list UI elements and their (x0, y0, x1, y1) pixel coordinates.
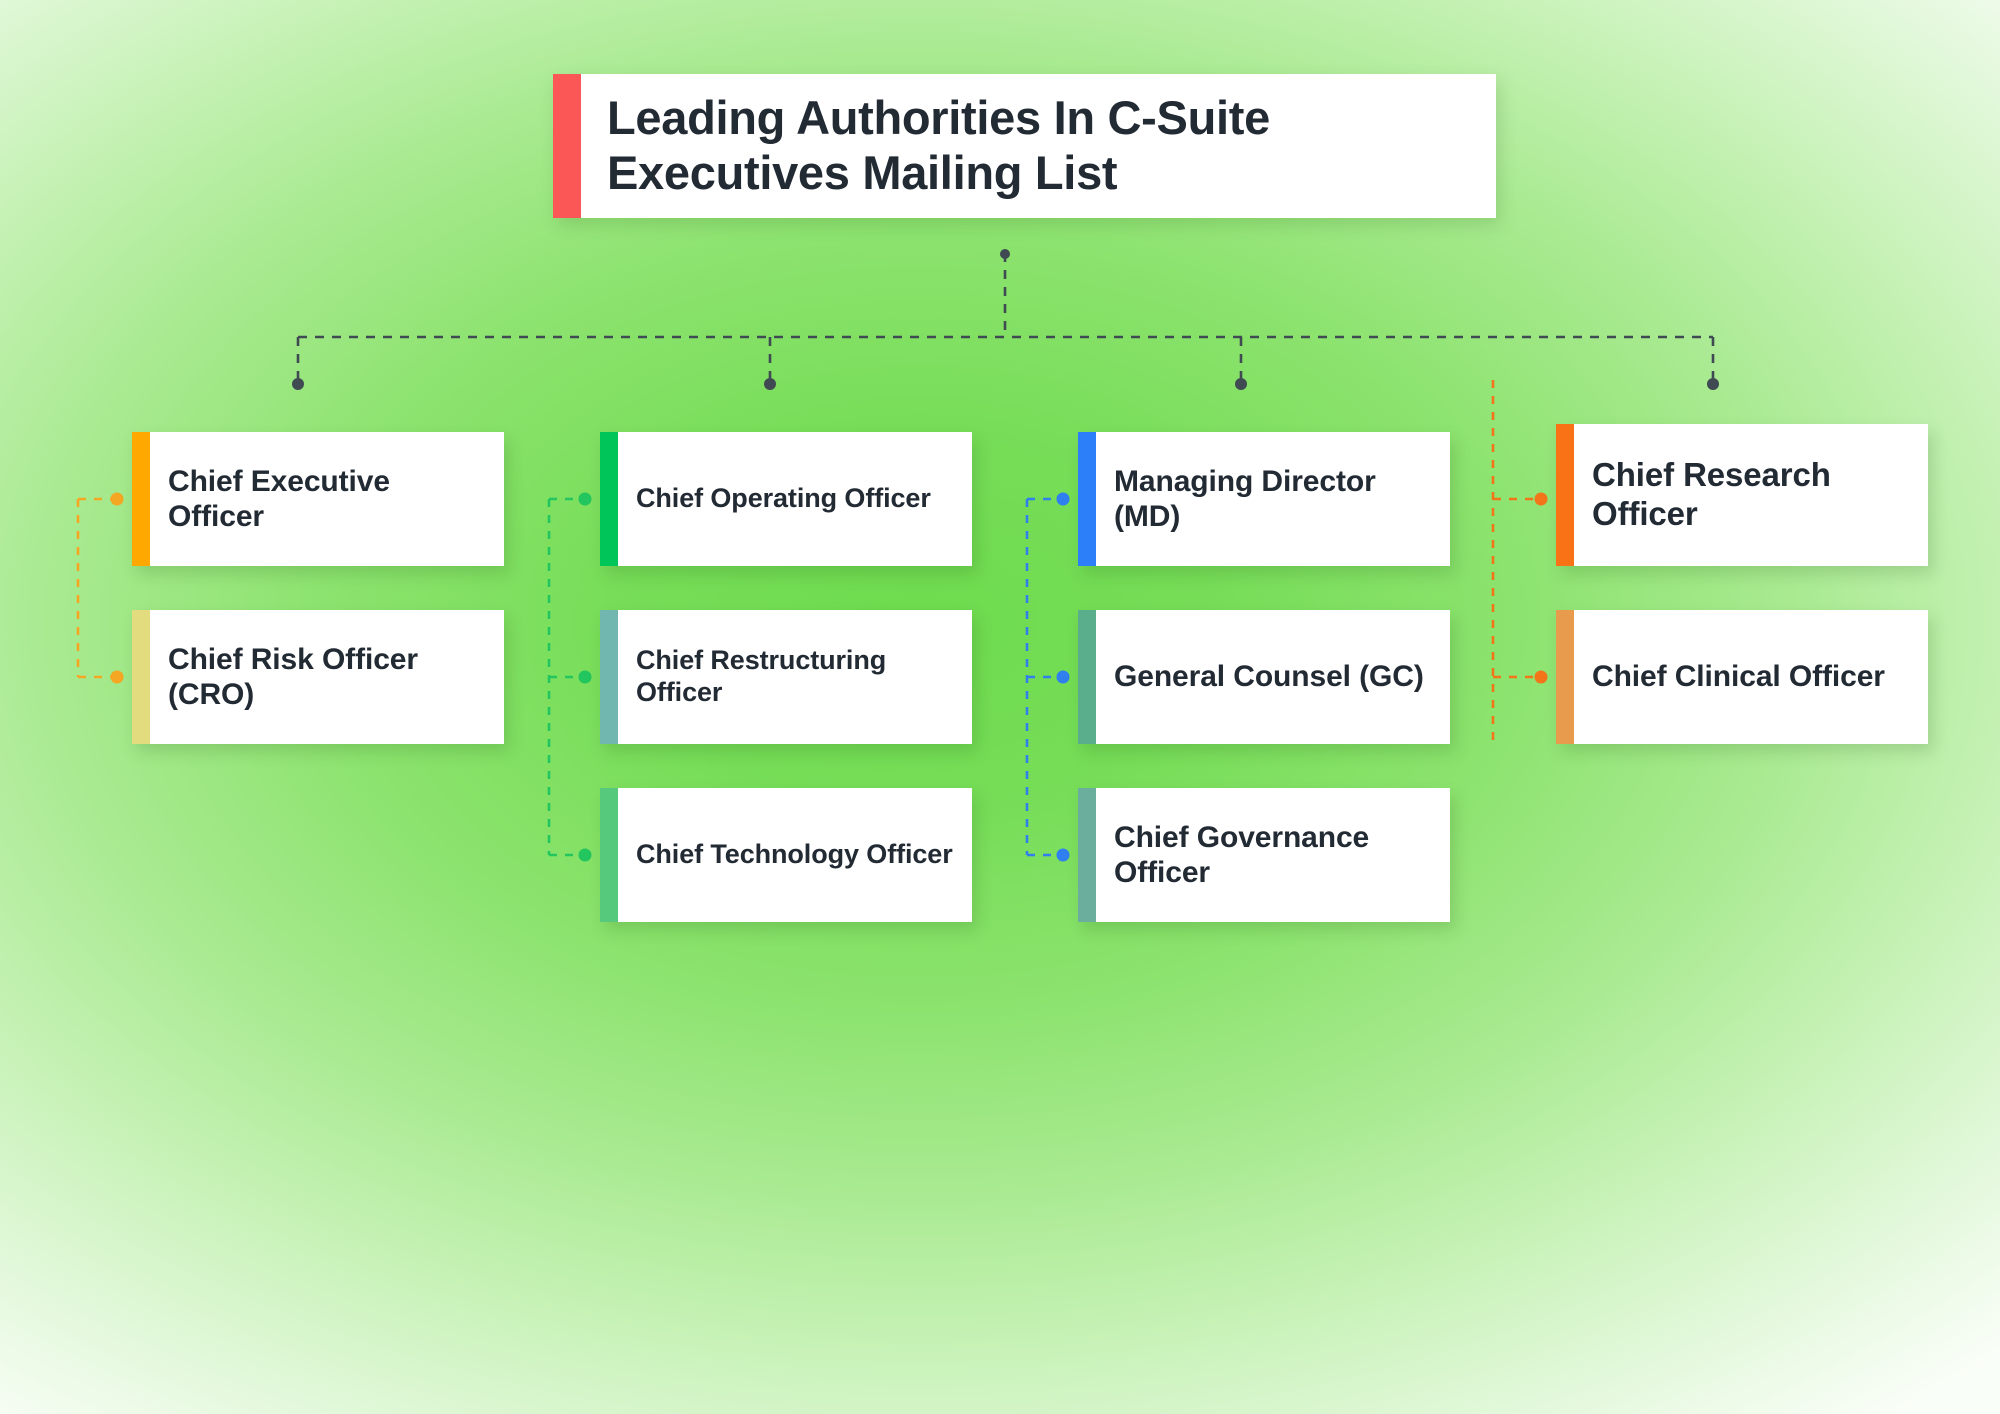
node-label: Chief Operating Officer (636, 483, 931, 514)
node-label: Chief Governance Officer (1114, 820, 1370, 889)
branch-4-dot-cco (1534, 670, 1548, 684)
diagram-title-card: Leading Authorities In C-Suite Executive… (553, 74, 1496, 218)
node-label: Chief Research Officer (1592, 456, 1831, 532)
node-accent-bar (1556, 424, 1574, 566)
bus-dot-1 (292, 378, 304, 390)
branch-1-dot-ceo (110, 492, 124, 506)
node-chief-clinical-officer[interactable]: Chief Clinical Officer (1556, 610, 1928, 744)
branch-3-dot-gc (1056, 670, 1070, 684)
page-title: Leading Authorities In C-Suite Executive… (581, 74, 1496, 218)
branch-2-dot-cresto (578, 670, 592, 684)
node-accent-bar (1556, 610, 1574, 744)
node-chief-technology-officer[interactable]: Chief Technology Officer (600, 788, 972, 922)
node-chief-risk-officer[interactable]: Chief Risk Officer (CRO) (132, 610, 504, 744)
node-accent-bar (132, 432, 150, 566)
node-label: Chief Clinical Officer (1592, 660, 1885, 694)
node-label: Chief Executive Officer (168, 464, 390, 533)
node-chief-governance-officer[interactable]: Chief Governance Officer (1078, 788, 1450, 922)
title-line-1: Leading Authorities In C-Suite (607, 91, 1270, 145)
node-label: Chief Restructuring Officer (636, 645, 887, 707)
trunk-top-dot (1000, 249, 1010, 259)
node-accent-bar (1078, 432, 1096, 566)
bus-dot-2 (764, 378, 776, 390)
branch-4-dot-crso (1534, 492, 1548, 506)
title-accent-bar (553, 74, 581, 218)
title-line-2: Executives Mailing List (607, 146, 1118, 199)
node-chief-research-officer[interactable]: Chief Research Officer (1556, 424, 1928, 566)
node-label: Chief Technology Officer (636, 839, 953, 870)
node-label: General Counsel (GC) (1114, 660, 1424, 694)
node-label: Managing Director (MD) (1114, 464, 1376, 533)
node-accent-bar (600, 432, 618, 566)
node-accent-bar (1078, 788, 1096, 922)
branch-3-dot-md (1056, 492, 1070, 506)
node-managing-director[interactable]: Managing Director (MD) (1078, 432, 1450, 566)
node-label: Chief Risk Officer (CRO) (168, 642, 418, 711)
node-accent-bar (600, 610, 618, 744)
branch-2-dot-cto (578, 848, 592, 862)
node-general-counsel[interactable]: General Counsel (GC) (1078, 610, 1450, 744)
node-chief-executive-officer[interactable]: Chief Executive Officer (132, 432, 504, 566)
node-chief-restructuring-officer[interactable]: Chief Restructuring Officer (600, 610, 972, 744)
branch-3-dot-cgo (1056, 848, 1070, 862)
node-accent-bar (1078, 610, 1096, 744)
bus-dot-3 (1235, 378, 1247, 390)
node-accent-bar (132, 610, 150, 744)
node-chief-operating-officer[interactable]: Chief Operating Officer (600, 432, 972, 566)
branch-2-dot-coo (578, 492, 592, 506)
branch-1-dot-cro (110, 670, 124, 684)
bus-dot-4 (1707, 378, 1719, 390)
node-accent-bar (600, 788, 618, 922)
